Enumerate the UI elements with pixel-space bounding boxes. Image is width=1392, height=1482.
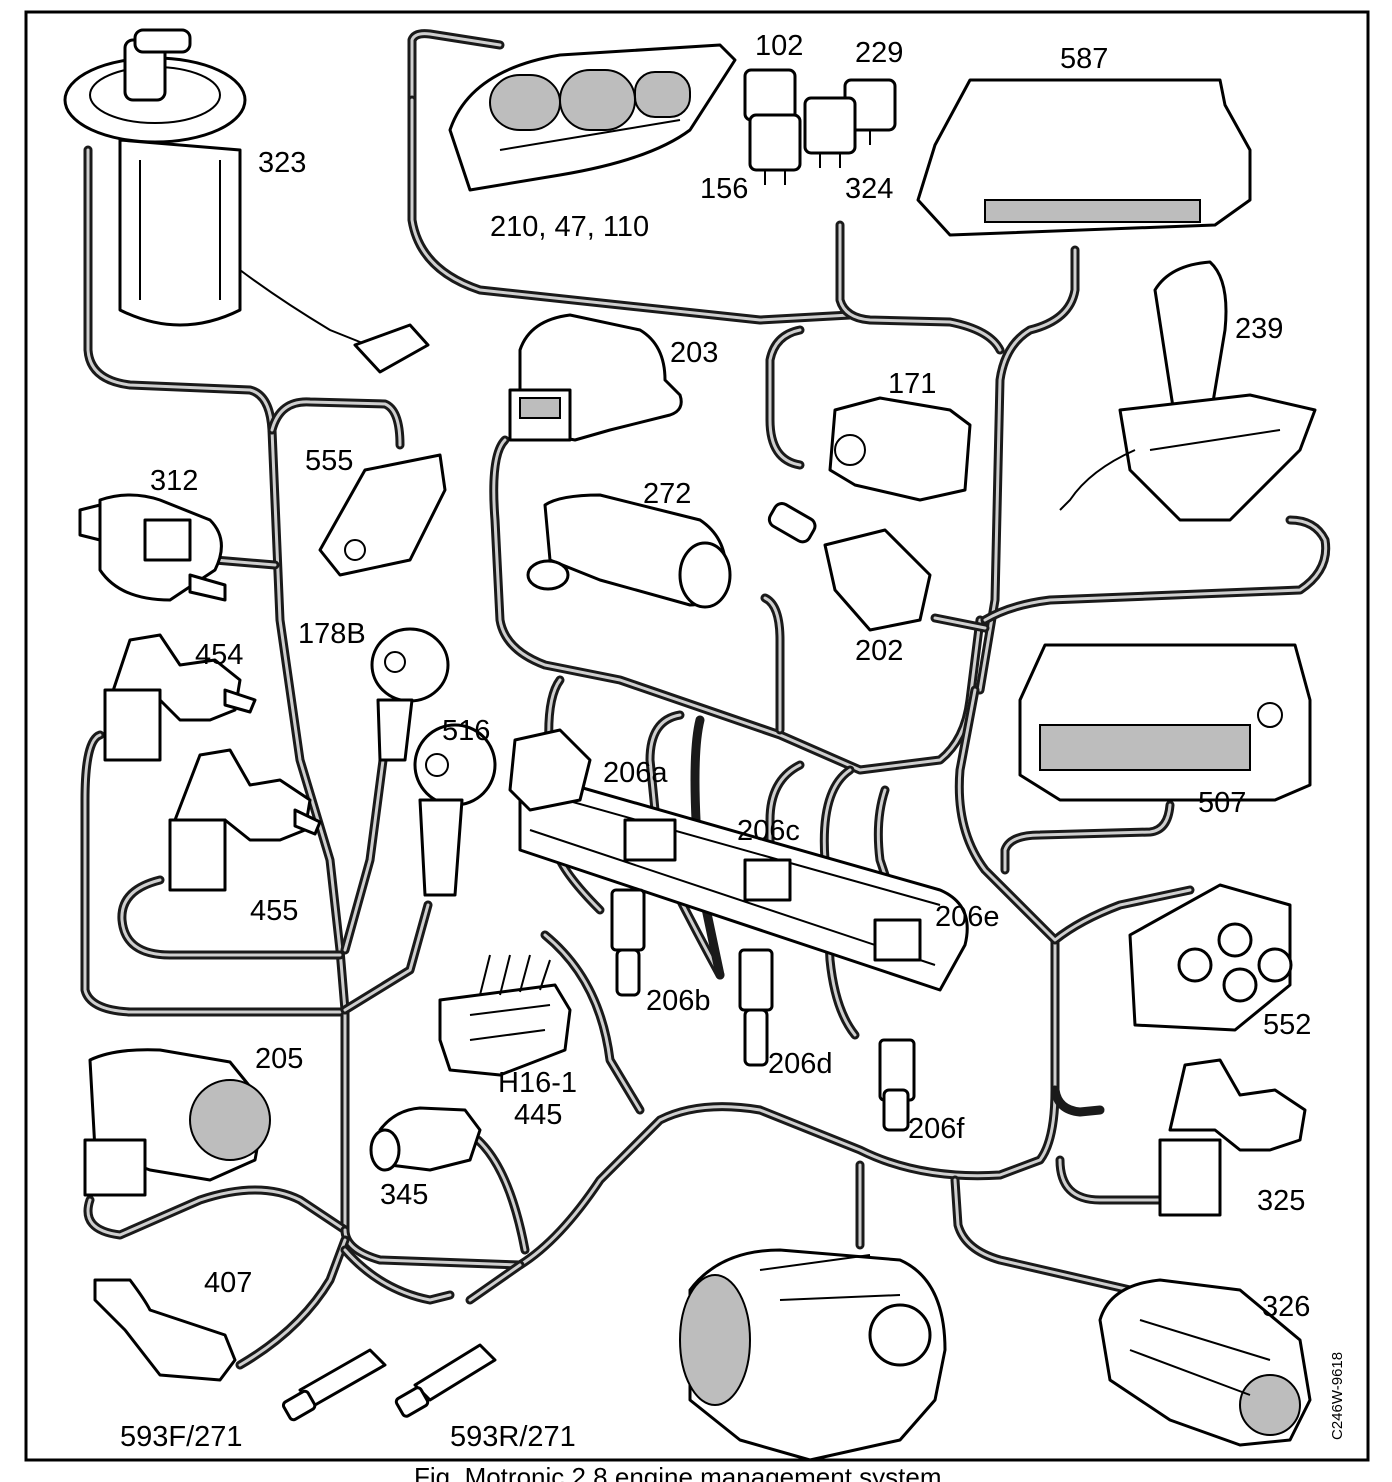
label-206d: 206d	[768, 1048, 833, 1080]
label-593F-271: 593F/271	[120, 1421, 243, 1453]
component-H16-1-diagnostic-connector	[438, 954, 572, 1077]
component-507-control-module	[1018, 643, 1312, 802]
footer-caption: Fig. Motronic 2.8 engine management syst…	[414, 1462, 941, 1482]
component-516-knock-sensor	[413, 723, 497, 897]
label-205: 205	[255, 1043, 303, 1075]
label-324: 324	[845, 173, 893, 205]
label-272: 272	[643, 478, 691, 510]
component-455-solenoid	[168, 748, 322, 892]
label-206e: 206e	[935, 901, 1000, 933]
label-206b: 206b	[646, 985, 711, 1017]
label-102: 102	[755, 30, 803, 62]
harness-wires	[80, 29, 1331, 1370]
component-205-air-mass-meter	[83, 1048, 271, 1197]
label-555: 555	[305, 445, 353, 477]
label-156: 156	[700, 173, 748, 205]
label-507: 507	[1198, 787, 1246, 819]
component-555-bracket	[318, 453, 447, 577]
component-272-idle-valve	[526, 493, 732, 609]
component-178B-knock-sensor	[370, 627, 450, 762]
component-210-instrument-cluster	[448, 43, 737, 192]
label-171: 171	[888, 368, 936, 400]
component-312-valve	[78, 493, 227, 602]
component-326-air-pump	[1098, 1278, 1312, 1447]
label-325: 325	[1257, 1185, 1305, 1217]
component-203-throttle-sensor	[508, 313, 683, 442]
label-445: 445	[514, 1099, 562, 1131]
label-455: 455	[250, 895, 298, 927]
component-345-speed-sensor	[369, 1106, 482, 1172]
label-587: 587	[1060, 43, 1108, 75]
component-587-ecu	[916, 78, 1252, 237]
label-323: 323	[258, 147, 306, 179]
label-202: 202	[855, 635, 903, 667]
component-239-gear-selector	[1059, 260, 1317, 522]
diagram-frame	[24, 10, 1370, 1462]
label-312: 312	[150, 465, 198, 497]
label-206a: 206a	[603, 757, 668, 789]
component-labels: 323 210, 47, 110 102 229 156 324 587 203…	[120, 30, 1346, 1453]
label-203: 203	[670, 337, 718, 369]
label-516: 516	[442, 715, 490, 747]
label-454: 454	[195, 639, 243, 671]
component-552-ignition-module	[1128, 883, 1293, 1032]
component-325-solenoid	[1158, 1058, 1307, 1217]
component-relays-102-229-156-324	[743, 68, 897, 185]
component-454-solenoid	[103, 633, 257, 762]
label-407: 407	[204, 1267, 252, 1299]
image-code: C246W-9618	[1329, 1352, 1346, 1440]
component-ac-compressor	[679, 1248, 947, 1462]
label-552: 552	[1263, 1009, 1311, 1041]
label-239: 239	[1235, 313, 1283, 345]
component-oxygen-sensors	[281, 1343, 497, 1422]
label-229: 229	[855, 37, 903, 69]
component-323-fuel-pump	[63, 28, 430, 374]
label-206c: 206c	[737, 815, 800, 847]
component-206-fuel-rail-injectors	[508, 728, 969, 1132]
component-407-sensor	[93, 1278, 237, 1382]
label-210-47-110: 210, 47, 110	[490, 211, 649, 243]
component-202-temp-sensor	[767, 502, 932, 632]
label-178B: 178B	[298, 618, 366, 650]
label-345: 345	[380, 1179, 428, 1211]
label-206f: 206f	[908, 1113, 965, 1145]
component-171-sensor	[828, 396, 972, 502]
label-H16-1: H16-1	[498, 1067, 577, 1099]
label-593R-271: 593R/271	[450, 1421, 576, 1453]
label-326: 326	[1262, 1291, 1310, 1323]
